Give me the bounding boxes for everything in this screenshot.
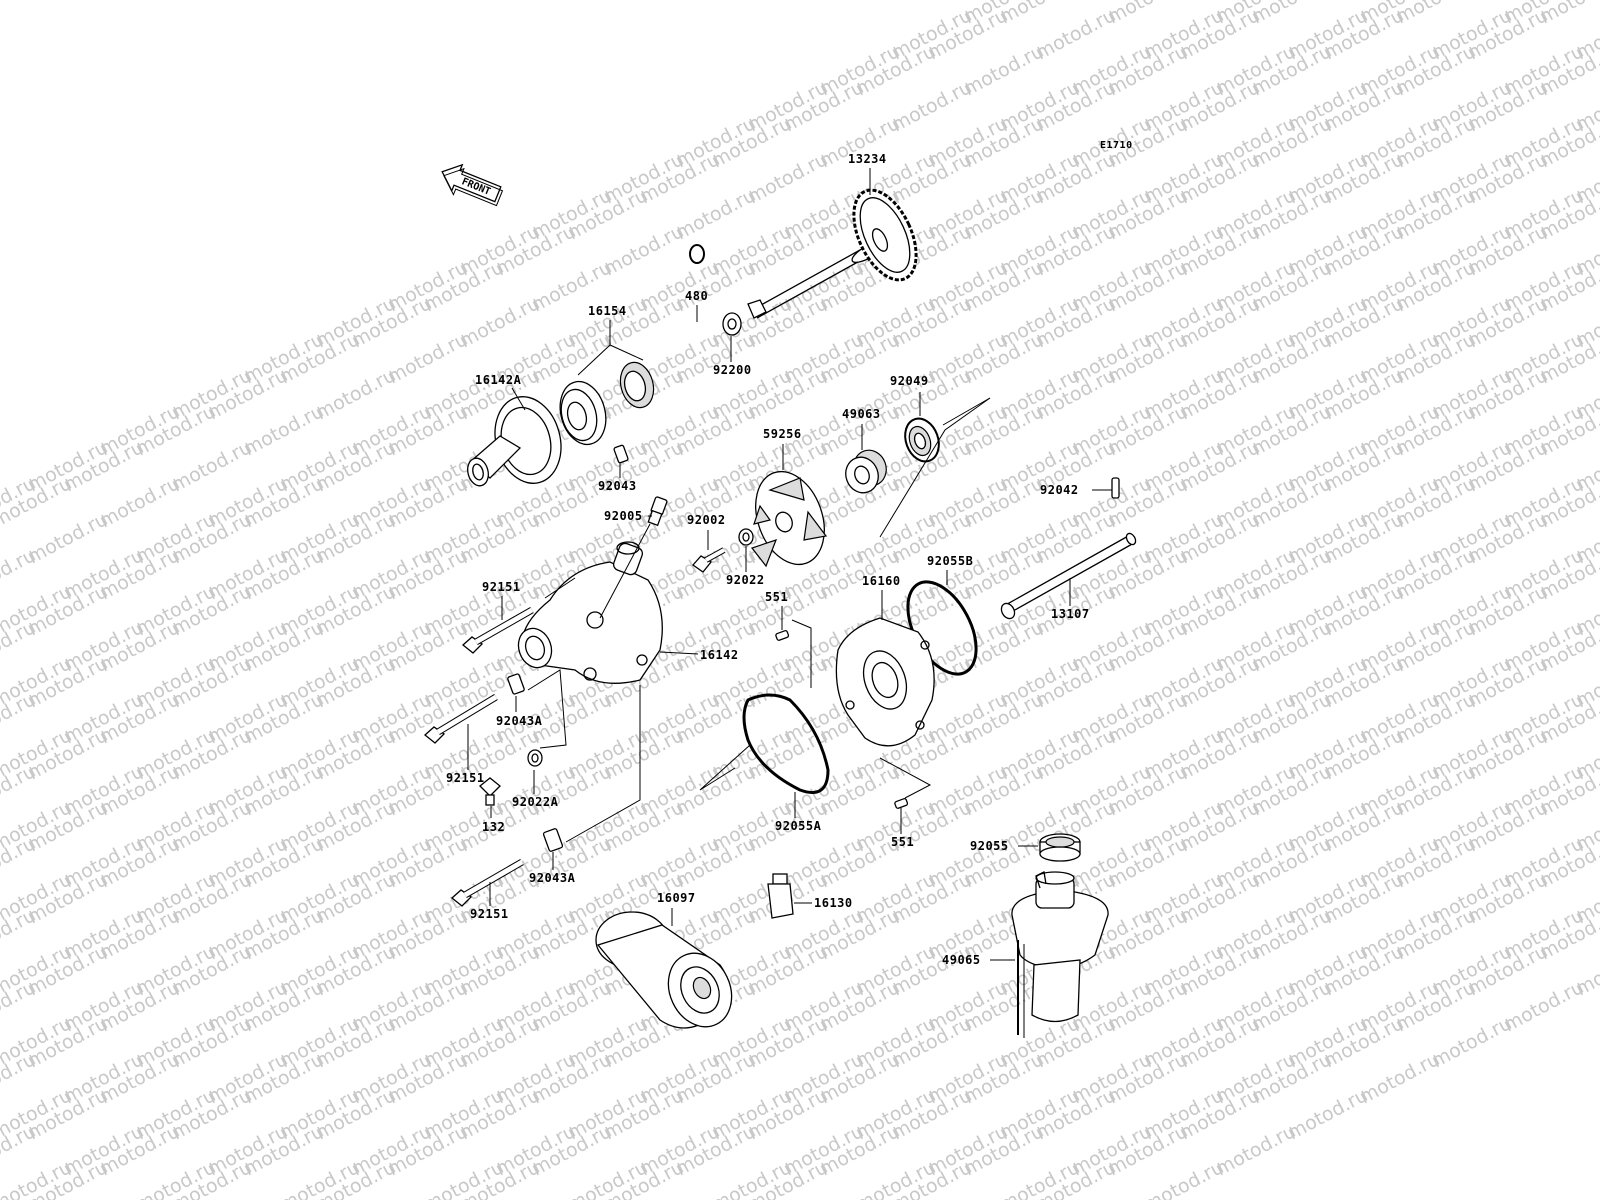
label-92151-middle: 92151 [446,771,485,785]
label-92022: 92022 [726,573,765,587]
circlip-480 [689,244,705,264]
label-92055A: 92055A [775,819,822,833]
dowel-92043A-lower [542,828,564,852]
diagram-code: E1710 [1100,140,1133,151]
label-92002: 92002 [687,513,726,527]
pump-body-16142 [517,541,663,684]
pump-housing-16142A [467,396,562,487]
label-92042: 92042 [1040,483,1079,497]
front-arrow-icon: FRONT [441,163,504,207]
label-13234: 13234 [848,152,887,166]
bolt-92151-middle [423,694,498,744]
label-92043A-upper: 92043A [496,714,543,728]
fitting-92005 [647,496,668,527]
bolt-92002 [692,547,726,573]
dowel-pin-92043 [613,444,629,464]
label-16142: 16142 [700,648,739,662]
label-132: 132 [482,820,505,834]
label-92049: 92049 [890,374,929,388]
dowel-551-upper [775,630,790,641]
dowel-551-lower [894,798,909,809]
label-16097: 16097 [657,891,696,905]
label-16160: 16160 [862,574,901,588]
label-16142A: 16142A [475,373,522,387]
pin-92042 [1111,477,1120,499]
washer-92200 [722,312,742,336]
fitting-16130 [767,873,794,919]
label-59256: 59256 [763,427,802,441]
label-92151-upper: 92151 [482,580,521,594]
label-92151-lower: 92151 [470,907,509,921]
strainer-49065 [1011,871,1109,1038]
bolt-132 [479,777,501,806]
label-49065: 49065 [942,953,981,967]
label-92200: 92200 [713,363,752,377]
washer-92022 [738,528,754,546]
pump-rotor-inner [619,361,655,409]
bearing-92049 [904,417,940,463]
mechanical-seal-49063 [845,449,887,494]
label-13107: 13107 [1051,607,1090,621]
bolt-92151-lower [450,858,524,907]
label-49063: 49063 [842,407,881,421]
label-92005: 92005 [604,509,643,523]
gear-icon [852,188,918,282]
label-92055: 92055 [970,839,1009,853]
impeller-59256 [751,470,828,568]
bolt-92151-upper [461,606,534,654]
dowel-92043A-upper [507,673,525,695]
pump-rotor-outer [559,380,607,446]
oil-pump-shaft-gear [747,188,918,319]
label-551-upper: 551 [765,590,788,604]
label-92043: 92043 [598,479,637,493]
oil-filter-16097 [595,911,733,1029]
pump-cover-16160 [835,617,935,747]
label-16130: 16130 [814,896,853,910]
washer-92022A [527,749,543,767]
gasket-92055A [742,693,830,794]
label-92022A: 92022A [512,795,559,809]
watermark-text: motod.ru [1536,0,1600,28]
label-480: 480 [685,289,708,303]
label-92043A-lower: 92043A [529,871,576,885]
label-92055B: 92055B [927,554,973,568]
label-551-lower: 551 [891,835,914,849]
cap-92055 [1039,833,1081,862]
label-16154: 16154 [588,304,627,318]
